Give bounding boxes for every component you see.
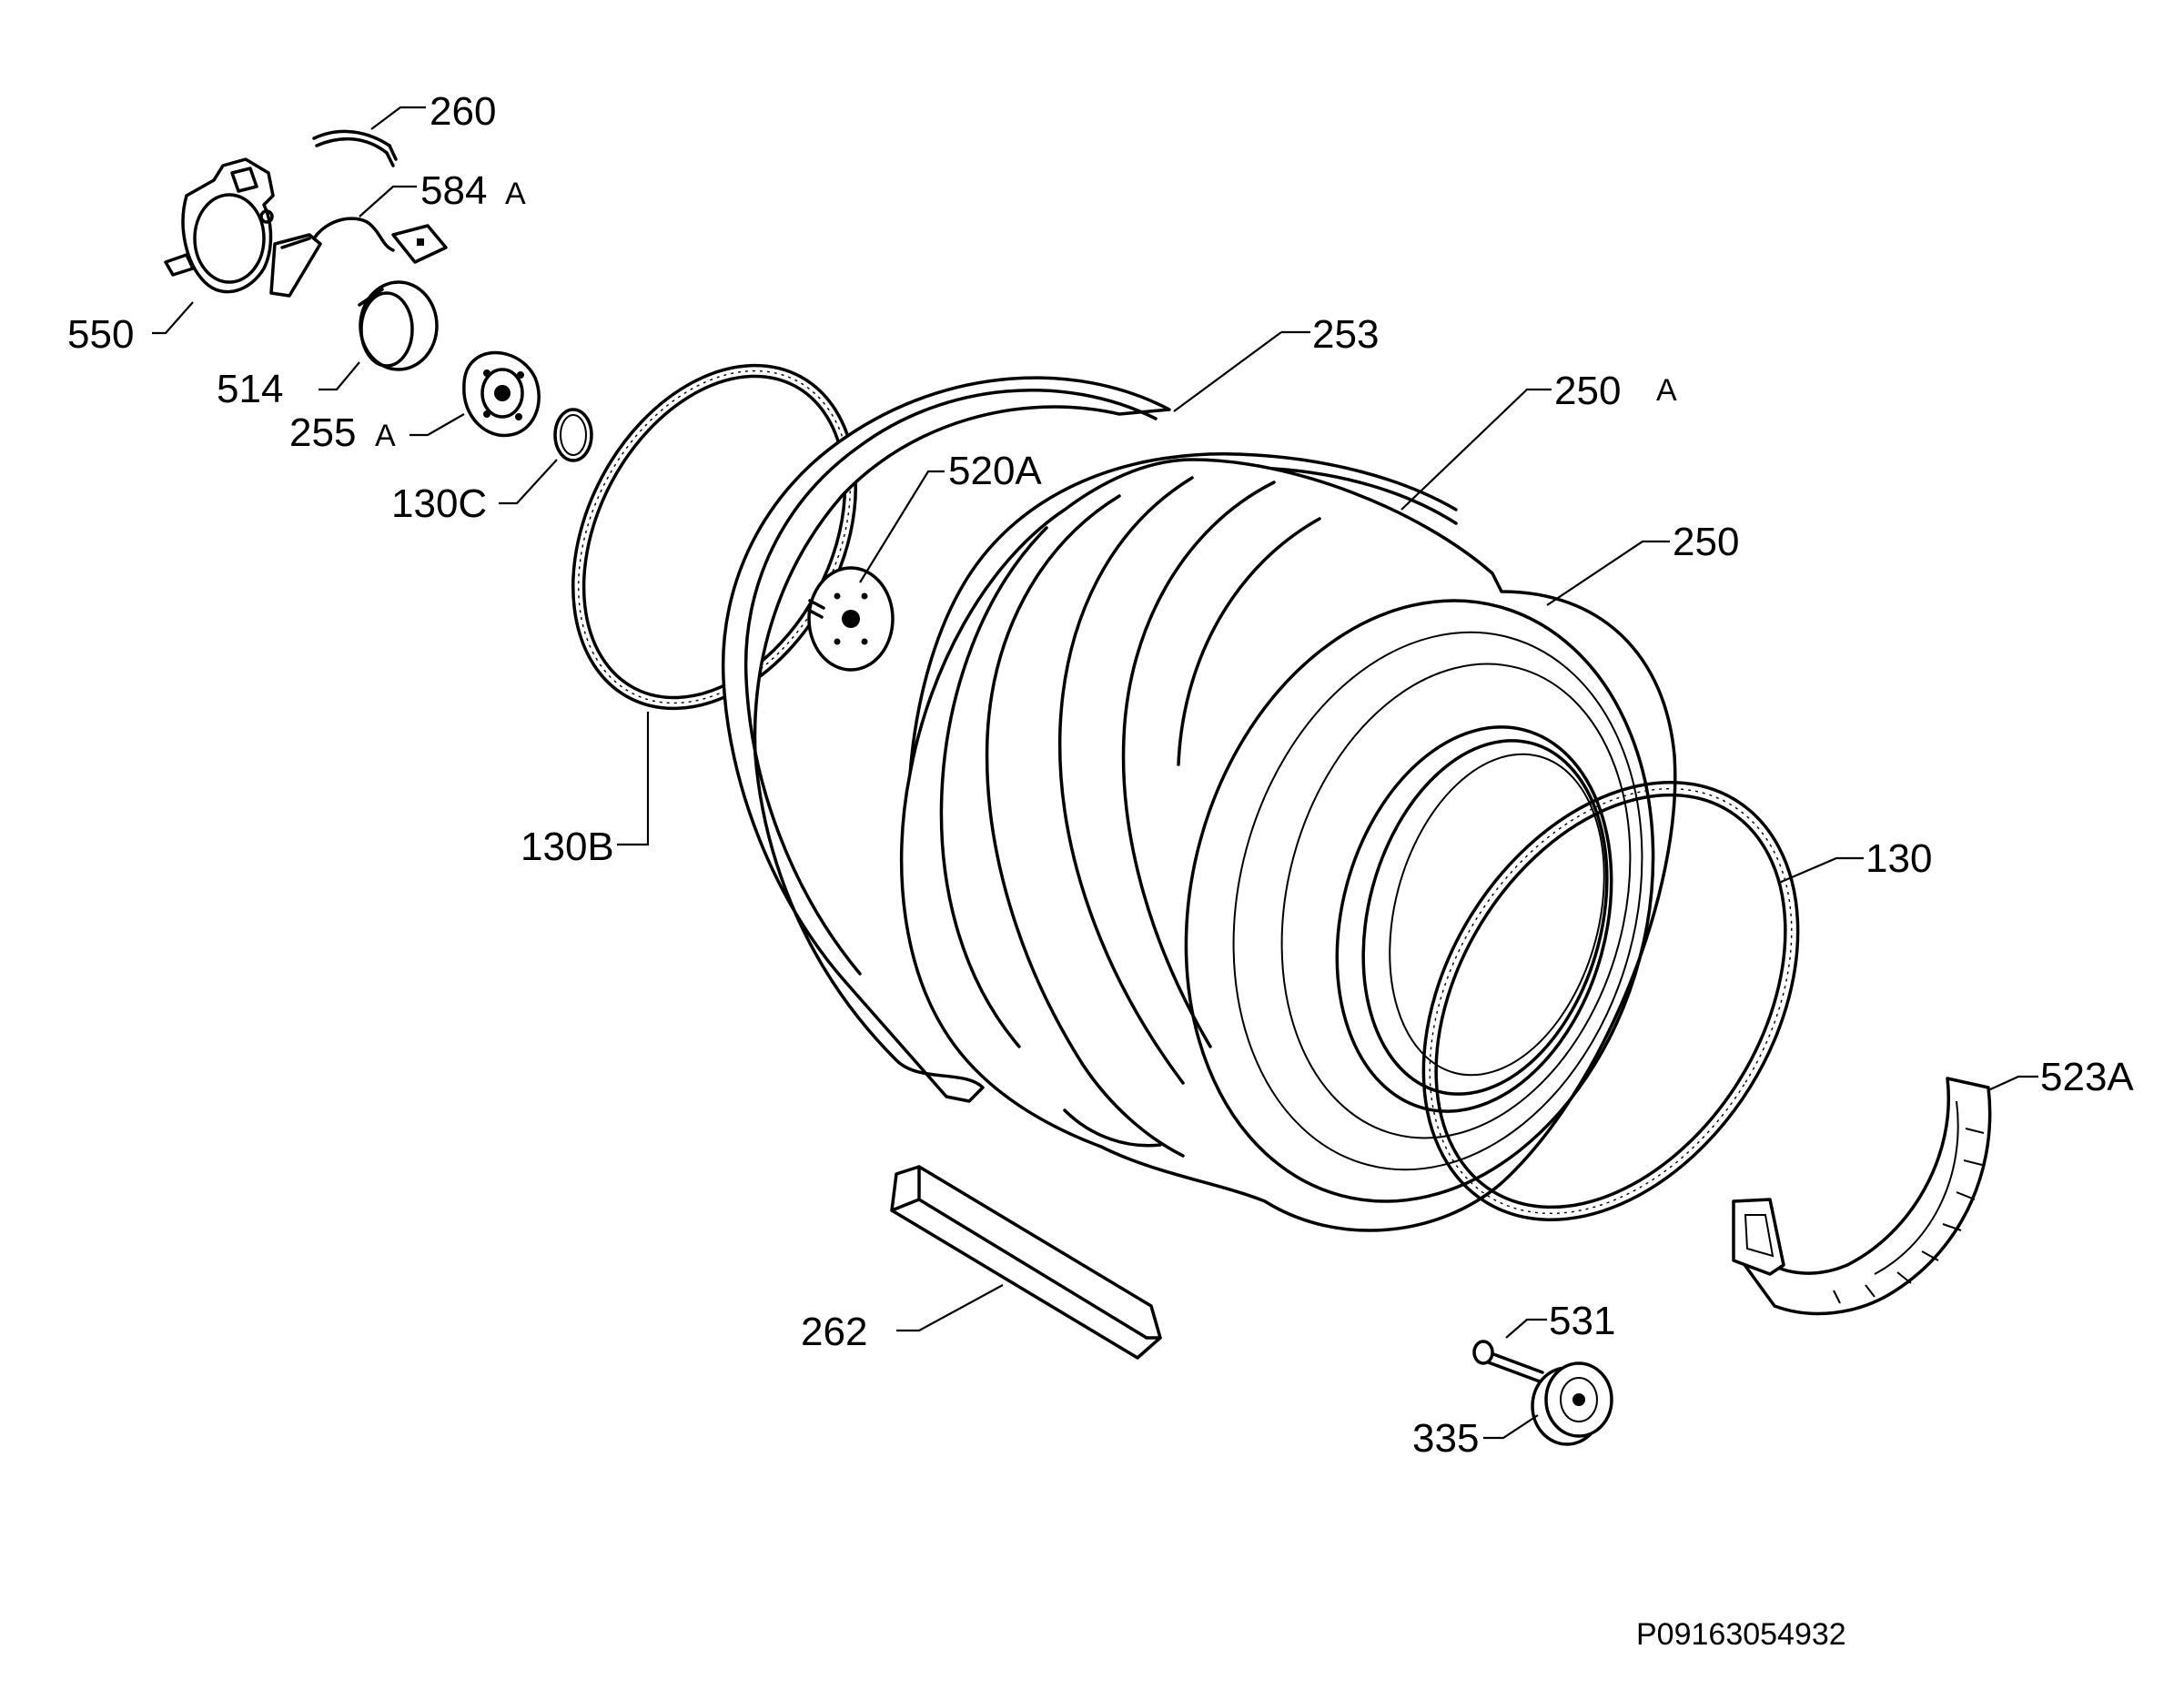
label-130b: 130B bbox=[521, 825, 614, 869]
part-130c-ring bbox=[553, 408, 593, 462]
label-250: 250 bbox=[1673, 520, 1739, 564]
label-335: 335 bbox=[1412, 1416, 1479, 1461]
part-523a-support bbox=[1732, 1077, 1992, 1316]
part-550-bracket bbox=[164, 157, 275, 294]
leader-lines bbox=[152, 106, 2038, 1440]
label-253: 253 bbox=[1312, 312, 1379, 357]
part-584a-sensor bbox=[269, 217, 448, 298]
label-531: 531 bbox=[1549, 1299, 1615, 1343]
label-255-suffix: A bbox=[375, 419, 396, 453]
label-584: 584 bbox=[420, 168, 487, 213]
label-130: 130 bbox=[1866, 836, 1932, 881]
label-523a: 523A bbox=[2040, 1055, 2134, 1099]
label-550: 550 bbox=[67, 312, 134, 357]
part-130-seal bbox=[1421, 781, 1800, 1221]
label-250a: 250 bbox=[1554, 369, 1621, 413]
part-250-drum bbox=[899, 458, 1677, 1232]
part-labels: 260 584 A 550 514 255 A 130C 253 250 A 5… bbox=[67, 89, 2134, 1461]
part-262-strip bbox=[890, 1165, 1162, 1360]
label-520a: 520A bbox=[948, 449, 1042, 493]
part-253-rear-panel bbox=[721, 376, 1171, 1103]
label-250a-suffix: A bbox=[1656, 373, 1677, 408]
part-531-screw bbox=[1472, 1340, 1544, 1383]
reference-code: P09163054932 bbox=[1636, 1617, 1846, 1652]
part-255a-plate bbox=[462, 350, 541, 438]
label-130c: 130C bbox=[391, 481, 487, 526]
part-260-wire bbox=[312, 129, 398, 167]
part-335-roller bbox=[1531, 1361, 1613, 1446]
label-514: 514 bbox=[217, 367, 283, 411]
label-584-suffix: A bbox=[505, 177, 526, 211]
part-130b-seal bbox=[571, 363, 857, 711]
part-514-bearing bbox=[358, 280, 439, 371]
label-262: 262 bbox=[801, 1310, 867, 1354]
label-260: 260 bbox=[430, 89, 496, 134]
part-520a-flange bbox=[806, 566, 895, 672]
label-255: 255 bbox=[289, 410, 356, 455]
